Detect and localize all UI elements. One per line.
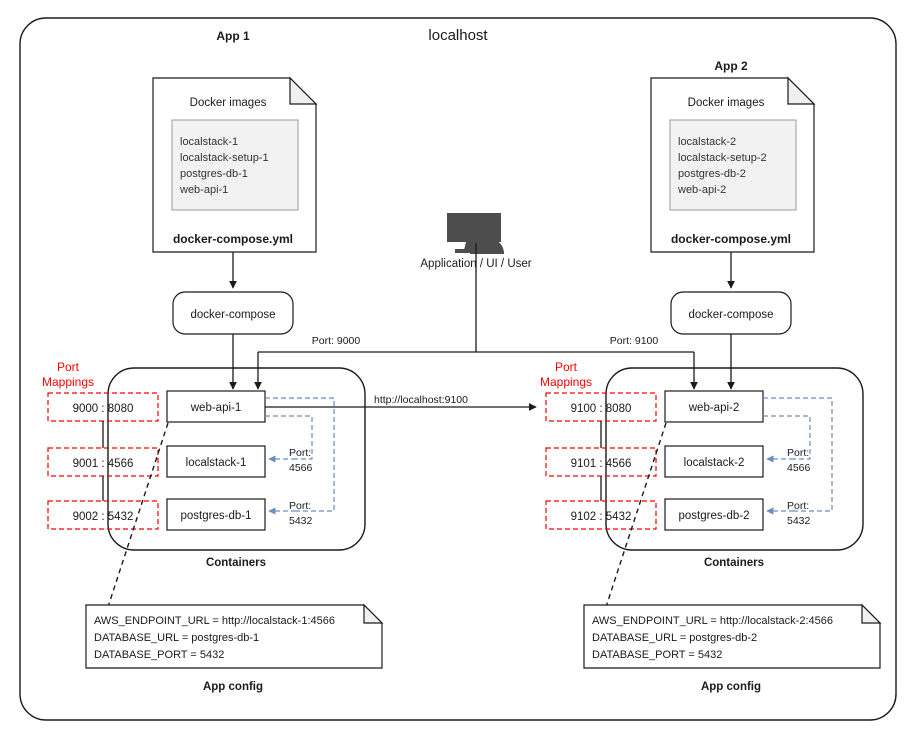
- app2-port-mapping-box-2: [545, 500, 657, 530]
- app1-images-panel: [171, 119, 299, 211]
- monitor-user-icon: [447, 213, 504, 254]
- app2-document-title: Docker images: [688, 97, 765, 109]
- app2-container-label-0: web-api-2: [688, 402, 740, 414]
- page-title: localhost: [428, 27, 488, 44]
- app2-container-box-2: [664, 498, 764, 531]
- app1-document-title: Docker images: [190, 97, 267, 109]
- app1-image-2: localstack-setup-1: [180, 152, 269, 164]
- app1-container-label-0: web-api-1: [190, 402, 242, 414]
- app1-container-postgres: postgres-db-1: [166, 498, 266, 531]
- app2-internal-port-postgres-line2: 5432: [787, 515, 811, 527]
- app1-config-caption: App config: [203, 681, 263, 693]
- app2-config-caption: App config: [701, 681, 761, 693]
- app2-runner-label: docker-compose: [688, 309, 773, 321]
- app2-container-label-2: postgres-db-2: [679, 510, 750, 522]
- app1-internal-port-wire-postgres: [265, 397, 335, 512]
- app1-edge-port-label: Port: 9000: [312, 335, 361, 347]
- app1-port-mapping-2: 9002 : 5432: [47, 500, 159, 530]
- app2-config-fold-corner: [861, 603, 882, 624]
- app2-config-line-2: DATABASE_PORT = 5432: [592, 649, 722, 661]
- app1-config-line-1: DATABASE_URL = postgres-db-1: [94, 632, 259, 644]
- app1-compose-document: Docker images localstack-1 localstack-se…: [152, 76, 318, 253]
- app1-container-box-1: [166, 445, 266, 478]
- app1-image-4: web-api-1: [179, 184, 228, 196]
- app2-container-postgres: postgres-db-2: [664, 498, 764, 531]
- app2-port-mapping-label-2: 9102 : 5432: [571, 511, 632, 523]
- app1-port-mappings-title-line1: Port: [57, 360, 80, 374]
- document-fold-corner: [787, 76, 816, 105]
- app2-container-webapi: web-api-2: [664, 390, 764, 423]
- app2-image-4: web-api-2: [677, 184, 726, 196]
- app1-image-3: postgres-db-1: [180, 168, 248, 180]
- app1-containers-caption: Containers: [206, 557, 266, 569]
- app2-port-mapping-label-1: 9101 : 4566: [571, 458, 632, 470]
- app1-container-localstack: localstack-1: [166, 445, 266, 478]
- app2-container-label-1: localstack-2: [684, 457, 745, 469]
- app2-container-box-1: [664, 445, 764, 478]
- app2-internal-port-localstack-line1: Port:: [787, 447, 809, 459]
- cross-link-label: http://localhost:9100: [374, 394, 468, 406]
- app1-port-mappings-title-line2: Mappings: [42, 375, 94, 389]
- app1-config-line-0: AWS_ENDPOINT_URL = http://localstack-1:4…: [94, 615, 335, 627]
- app1-internal-port-postgres-line1: Port:: [289, 500, 311, 512]
- app1-port-mapping-label-2: 9002 : 5432: [73, 511, 134, 523]
- app2-edge-port-label: Port: 9100: [610, 335, 659, 347]
- app1-container-box-2: [166, 498, 266, 531]
- app2-image-2: localstack-setup-2: [678, 152, 767, 164]
- app2-compose-document: Docker images localstack-2 localstack-se…: [650, 76, 816, 253]
- app1-container-label-2: postgres-db-1: [181, 510, 252, 522]
- app2-config-document: AWS_ENDPOINT_URL = http://localstack-2:4…: [583, 603, 882, 669]
- app1-port-mapping-1: 9001 : 4566: [47, 447, 159, 477]
- app2-port-mappings-title-line2: Mappings: [540, 375, 592, 389]
- app2-internal-port-wire-localstack: [763, 415, 811, 460]
- app1-header: App 1: [216, 29, 250, 43]
- app2-port-mapping-1: 9101 : 4566: [545, 447, 657, 477]
- app1-config-line-2: DATABASE_PORT = 5432: [94, 649, 224, 661]
- app2-port-mappings-title-line1: Port: [555, 360, 578, 374]
- app1-port-mapping-0: 9000 : 8080: [47, 392, 159, 422]
- app2-internal-port-postgres-line1: Port:: [787, 500, 809, 512]
- app2-config-line-0: AWS_ENDPOINT_URL = http://localstack-2:4…: [592, 615, 833, 627]
- app1-runner-label: docker-compose: [190, 309, 275, 321]
- app1-config-document: AWS_ENDPOINT_URL = http://localstack-1:4…: [85, 603, 384, 669]
- app2-images-panel: [669, 119, 797, 211]
- app1-internal-port-localstack-line2: 4566: [289, 462, 313, 474]
- app2-port-mapping-label-0: 9100 : 8080: [571, 403, 632, 415]
- app2-image-3: postgres-db-2: [678, 168, 746, 180]
- app1-internal-port-wire-localstack: [265, 415, 313, 460]
- app1-container-webapi: web-api-1: [166, 390, 266, 423]
- app2-header: App 2: [714, 59, 748, 73]
- app2-config-outline: [583, 604, 881, 669]
- app1-compose-filename: docker-compose.yml: [173, 232, 293, 246]
- app2-container-localstack: localstack-2: [664, 445, 764, 478]
- app1-port-mapping-box-2: [47, 500, 159, 530]
- app2-compose-filename: docker-compose.yml: [671, 232, 791, 246]
- document-fold-corner: [289, 76, 318, 105]
- app2-containers-boundary: [605, 367, 864, 551]
- app1-containers-boundary: [107, 367, 366, 551]
- app1-port-mapping-label-1: 9001 : 4566: [73, 458, 134, 470]
- app2-port-mapping-2: 9102 : 5432: [545, 500, 657, 530]
- app1-docker-compose-node: docker-compose: [172, 291, 294, 335]
- app1-container-label-1: localstack-1: [186, 457, 247, 469]
- app2-containers-caption: Containers: [704, 557, 764, 569]
- app1-internal-port-postgres-line2: 5432: [289, 515, 313, 527]
- app2-internal-port-localstack-line2: 4566: [787, 462, 811, 474]
- app1-internal-port-localstack-line1: Port:: [289, 447, 311, 459]
- app2-container-box-0: [664, 390, 764, 423]
- app2-port-mapping-0: 9100 : 8080: [545, 392, 657, 422]
- app2-docker-compose-node: docker-compose: [670, 291, 792, 335]
- app1-config-outline: [85, 604, 383, 669]
- app1-port-mapping-label-0: 9000 : 8080: [73, 403, 134, 415]
- app2-image-1: localstack-2: [678, 136, 736, 148]
- app1-config-fold-corner: [363, 603, 384, 624]
- localhost-boundary: [19, 17, 897, 721]
- app1-image-1: localstack-1: [180, 136, 238, 148]
- app2-internal-port-wire-postgres: [763, 397, 833, 512]
- app2-config-line-1: DATABASE_URL = postgres-db-2: [592, 632, 757, 644]
